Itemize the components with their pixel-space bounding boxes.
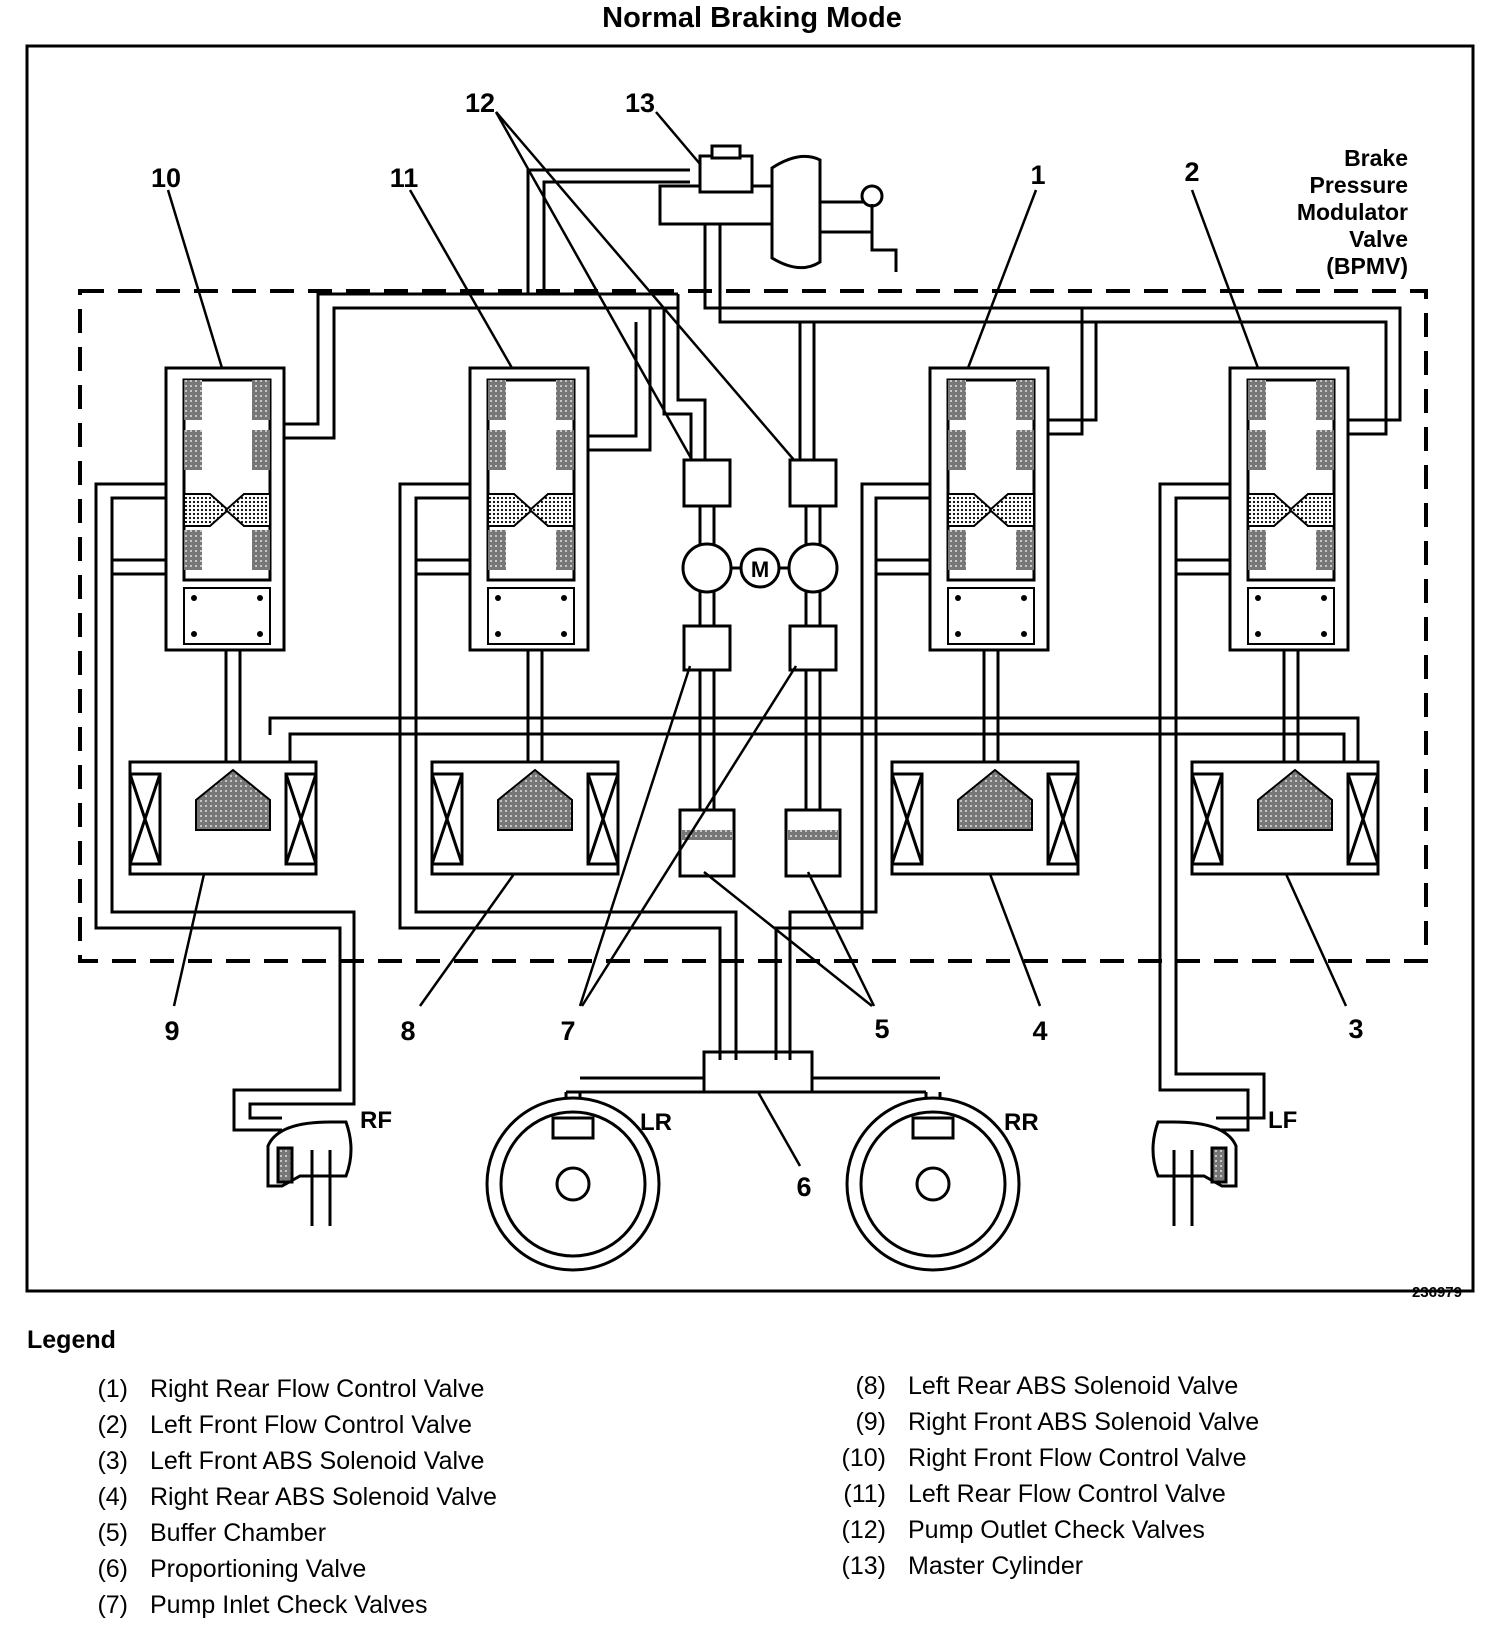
legend-text: Left Front ABS Solenoid Valve (150, 1447, 485, 1475)
wheel-label-lf: LF (1268, 1107, 1297, 1134)
callout-1: 1 (1030, 160, 1045, 190)
legend-item: (9) Right Front ABS Solenoid Valve (828, 1404, 1259, 1440)
abs-solenoid-valve-9 (128, 760, 318, 876)
rf-caliper (266, 1120, 353, 1226)
legend-text: Left Front Flow Control Valve (150, 1411, 472, 1439)
legend-item: (7) Pump Inlet Check Valves (88, 1587, 497, 1623)
legend-number: (7) (97, 1591, 128, 1619)
flow-control-valve-11 (468, 366, 590, 652)
bpmv-boundary (78, 289, 1428, 963)
legend-item: (13) Master Cylinder (828, 1548, 1259, 1584)
callout-11: 11 (390, 163, 419, 193)
legend-text: Right Rear ABS Solenoid Valve (150, 1483, 497, 1511)
callout-7: 7 (560, 1016, 575, 1046)
bpmv-label-line2: Pressure (1310, 172, 1408, 198)
legend-number: (12) (841, 1516, 886, 1544)
legend-item: (3) Left Front ABS Solenoid Valve (88, 1443, 497, 1479)
legend-item: (10) Right Front Flow Control Valve (828, 1440, 1259, 1476)
callout-5: 5 (874, 1014, 889, 1044)
abs-solenoid-valve-4 (890, 760, 1080, 876)
legend-number: (2) (97, 1411, 128, 1439)
diagram-frame (25, 44, 1475, 1293)
callout-2: 2 (1184, 157, 1199, 187)
legend-number: (11) (843, 1480, 886, 1508)
abs-solenoid-valve-8 (430, 760, 620, 876)
callout-12: 12 (465, 88, 495, 118)
figure-id: 236979 (1411, 1284, 1462, 1301)
bpmv-label-line5: (BPMV) (1326, 253, 1408, 279)
legend-text: Left Rear Flow Control Valve (908, 1480, 1226, 1508)
bpmv-label-line4: Valve (1349, 226, 1408, 252)
legend-number: (6) (97, 1555, 128, 1583)
legend-text: Right Front Flow Control Valve (908, 1444, 1247, 1472)
flow-control-valve-10 (164, 366, 286, 652)
callout-8: 8 (400, 1016, 415, 1046)
callout-3: 3 (1348, 1014, 1363, 1044)
bpmv-label-line1: Brake (1344, 145, 1408, 171)
legend-text: Right Front ABS Solenoid Valve (908, 1408, 1260, 1436)
legend-text: Master Cylinder (908, 1552, 1084, 1580)
legend-item: (6) Proportioning Valve (88, 1551, 497, 1587)
callout-4: 4 (1032, 1016, 1047, 1046)
legend-number: (9) (855, 1408, 886, 1436)
flow-control-valve-1 (928, 366, 1050, 652)
lf-caliper (1151, 1120, 1238, 1226)
pump-motor (681, 542, 839, 594)
callout-10: 10 (151, 163, 181, 193)
motor-label: M (751, 557, 769, 582)
legend-text: Proportioning Valve (150, 1555, 367, 1583)
leader-lines (166, 111, 1348, 1167)
callout-13: 13 (625, 88, 655, 118)
legend-number: (13) (841, 1552, 886, 1580)
hydraulic-lines (94, 168, 1402, 1132)
abs-solenoid-valve-3 (1190, 760, 1380, 876)
legend-item: (1) Right Rear Flow Control Valve (88, 1371, 497, 1407)
legend-list-right: (8) Left Rear ABS Solenoid Valve (9) Right… (828, 1368, 1260, 1584)
legend-number: (5) (97, 1519, 128, 1547)
legend-number: (4) (97, 1483, 128, 1511)
legend-title: Legend (27, 1326, 116, 1354)
legend-item: (2) Left Front Flow Control Valve (88, 1407, 497, 1443)
legend-text: Left Rear ABS Solenoid Valve (908, 1372, 1239, 1400)
legend-number: (1) (97, 1375, 128, 1403)
legend-number: (3) (97, 1447, 128, 1475)
legend-item: (4) Right Rear ABS Solenoid Valve (88, 1479, 497, 1515)
flow-control-valve-2 (1228, 366, 1350, 652)
legend-number: (10) (841, 1444, 886, 1472)
legend-item: (8) Left Rear ABS Solenoid Valve (828, 1368, 1259, 1404)
legend-text: Pump Outlet Check Valves (908, 1516, 1205, 1544)
pump-inlet-check-valves (682, 624, 838, 672)
buffer-chambers (678, 808, 842, 878)
legend-text: Right Rear Flow Control Valve (150, 1375, 485, 1403)
legend-item: (12) Pump Outlet Check Valves (828, 1512, 1259, 1548)
legend-item: (11) Left Rear Flow Control Valve (828, 1476, 1259, 1512)
wheel-label-rf: RF (360, 1107, 392, 1134)
callout-9: 9 (164, 1016, 179, 1046)
bpmv-label-line3: Modulator (1297, 199, 1408, 225)
wheel-label-lr: LR (640, 1109, 672, 1136)
legend-number: (8) (855, 1372, 886, 1400)
brake-hydraulic-diagram: M (25, 44, 1475, 1293)
legend-text: Buffer Chamber (150, 1519, 327, 1547)
master-cylinder (658, 144, 898, 272)
diagram-title: Normal Braking Mode (602, 2, 902, 34)
legend-item: (5) Buffer Chamber (88, 1515, 497, 1551)
lr-drum-brake (485, 1096, 661, 1272)
pump-outlet-check-valves (682, 458, 838, 508)
callout-6: 6 (796, 1172, 811, 1202)
legend-list-left: (1) Right Rear Flow Control Valve (2) Left… (88, 1371, 497, 1623)
rr-drum-brake (845, 1096, 1021, 1272)
legend-text: Pump Inlet Check Valves (150, 1591, 428, 1619)
wheel-label-rr: RR (1004, 1109, 1039, 1136)
